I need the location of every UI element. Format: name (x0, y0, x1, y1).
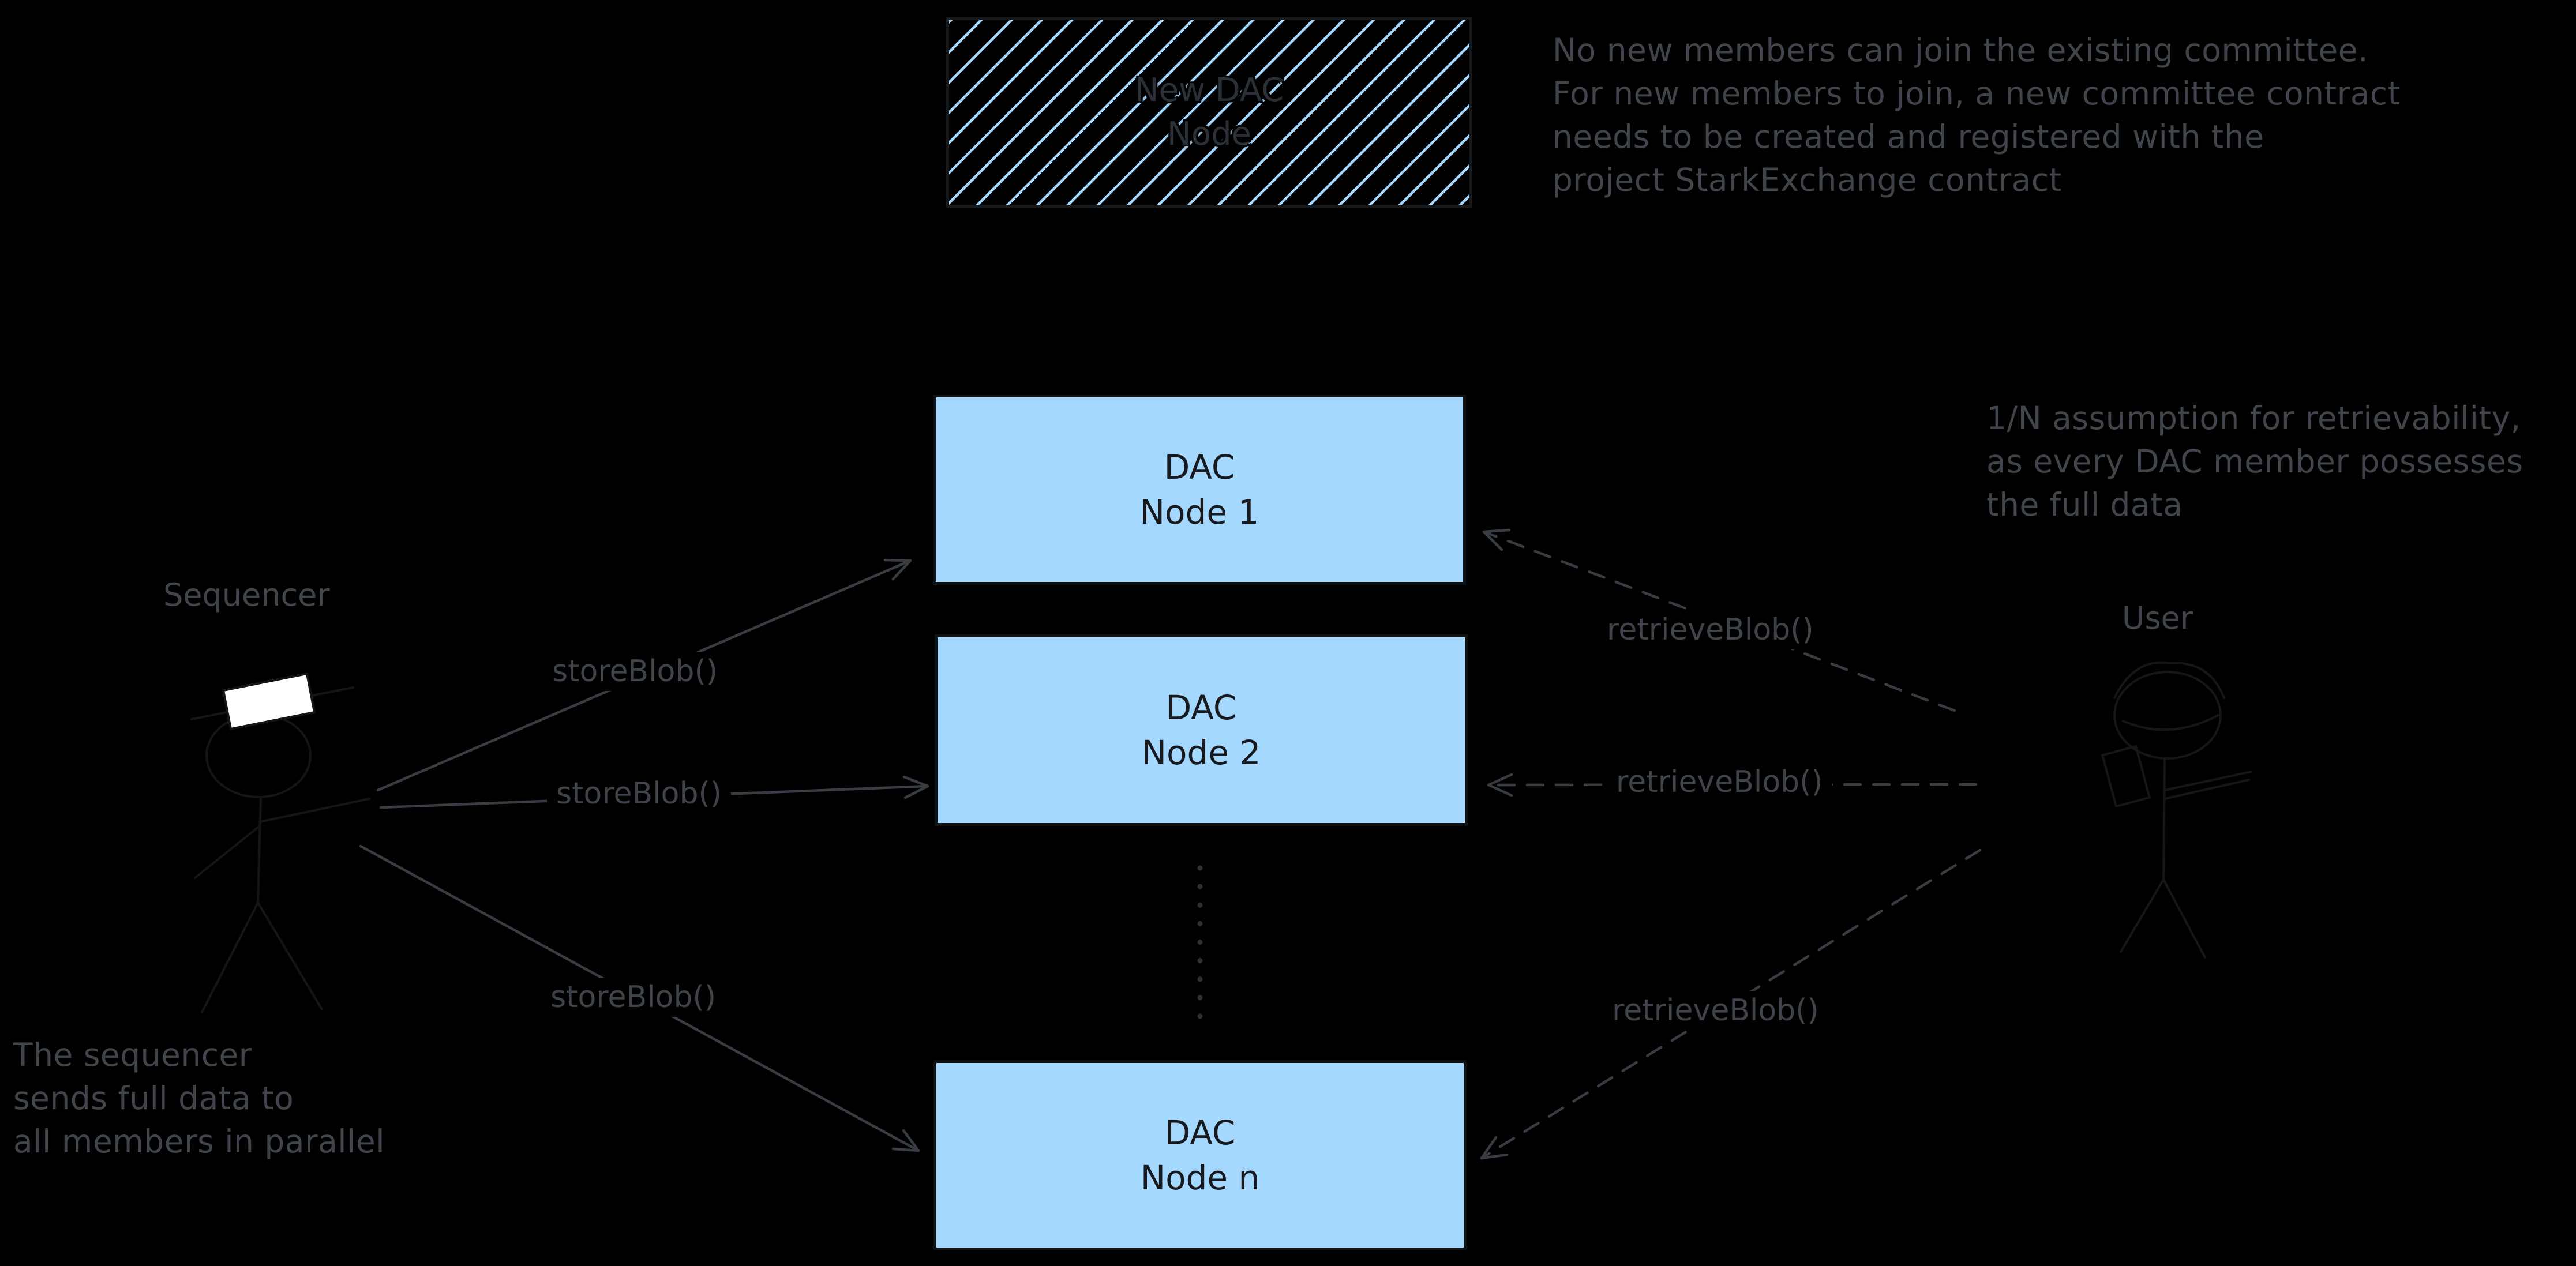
dac-node-2-label-line2: Node 2 (1141, 733, 1261, 772)
committee-note-line: No new members can join the existing com… (1553, 32, 2369, 69)
retrieve-blob-arrowheads (1480, 528, 1513, 1160)
dac-node-1-label-line2: Node 1 (1139, 493, 1259, 532)
retrievability-note-line: the full data (1986, 486, 2183, 523)
retrievability-note: 1/N assumption for retrievability, as ev… (1986, 397, 2523, 527)
store-blob-label-3: storeBlob() (541, 978, 726, 1017)
store-blob-arrows (359, 558, 929, 1152)
dac-node-n-label-line1: DAC (1164, 1113, 1236, 1152)
sequencer-label: Sequencer (163, 577, 330, 613)
retrieve-blob-label-3: retrieveBlob() (1603, 991, 1828, 1030)
committee-note: No new members can join the existing com… (1553, 29, 2401, 202)
dac-node-n-box: DAC Node n (933, 1060, 1467, 1250)
committee-note-line: needs to be created and registered with … (1553, 118, 2264, 155)
sequencer-hat-icon (222, 672, 316, 731)
dac-node-1-box: DAC Node 1 (933, 395, 1466, 585)
user-figure (2101, 661, 2252, 959)
committee-note-line: For new members to join, a new committee… (1553, 75, 2401, 112)
retrieve-blob-label-2: retrieveBlob() (1607, 762, 1832, 802)
dac-node-n-label-line2: Node n (1140, 1158, 1260, 1197)
retrieve-blob-label-1: retrieveBlob() (1598, 610, 1823, 649)
sequencer-note-line: The sequencer (13, 1036, 252, 1073)
new-dac-node-label-line2: Node (1167, 115, 1252, 153)
sequencer-note: The sequencer sends full data to all mem… (13, 1034, 385, 1163)
store-blob-label-2: storeBlob() (547, 774, 732, 813)
retrievability-note-line: as every DAC member possesses (1986, 443, 2523, 480)
new-dac-node-box: New DAC Node (946, 17, 1472, 208)
retrievability-note-line: 1/N assumption for retrievability, (1986, 400, 2521, 437)
sequencer-note-line: sends full data to (13, 1080, 294, 1117)
user-label: User (2122, 600, 2193, 636)
arrow-user-to-node1 (1482, 530, 1956, 712)
dac-node-2-box: DAC Node 2 (935, 634, 1468, 826)
dac-node-1-label-line1: DAC (1164, 448, 1235, 487)
dac-node-2-label-line1: DAC (1165, 688, 1237, 727)
store-blob-label-1: storeBlob() (543, 652, 728, 691)
committee-note-line: project StarkExchange contract (1553, 161, 2062, 198)
sequencer-note-line: all members in parallel (13, 1123, 385, 1160)
sequencer-figure (190, 686, 370, 1013)
new-dac-node-label-line1: New DAC (1134, 72, 1284, 109)
